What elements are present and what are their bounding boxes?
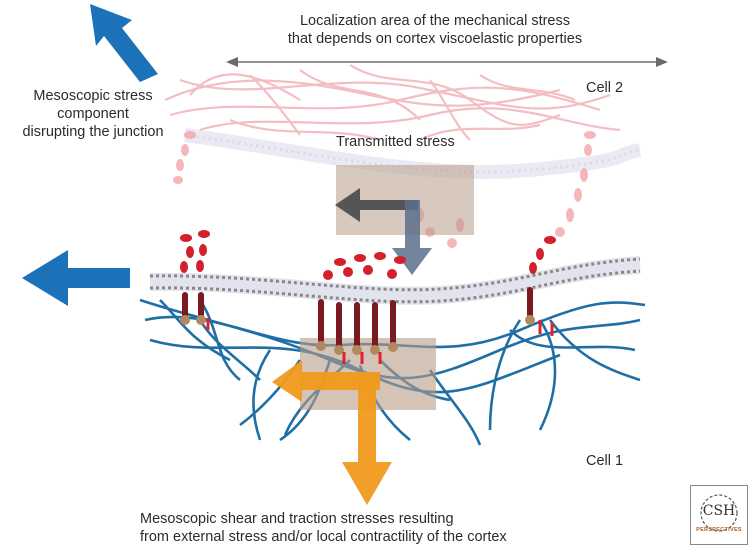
cell1-label: Cell 1 <box>586 453 624 469</box>
mesoscopic-stress-label: Mesoscopic stress component disrupting t… <box>22 88 164 140</box>
logo-ring-icon <box>700 494 738 532</box>
logo-text: CSH <box>702 503 736 519</box>
cell2-label: Cell 2 <box>586 80 624 96</box>
csh-perspectives-logo: CSH PERSPECTIVES <box>690 485 748 545</box>
shear-traction-label: Mesoscopic shear and traction stresses r… <box>140 511 507 545</box>
localization-area-label: Localization area of the mechanical stre… <box>287 13 583 47</box>
logo-subtext: PERSPECTIVES <box>696 527 742 533</box>
cell2-actin-network <box>164 64 621 142</box>
cell1-cadherins <box>180 230 556 364</box>
mesoscopic-disruption-arrow <box>90 4 158 82</box>
localization-span-arrow <box>226 57 668 67</box>
cell1-membrane <box>149 256 641 305</box>
transmitted-stress-label: Transmitted stress <box>336 134 455 150</box>
shear-traction-arrows <box>272 360 392 505</box>
cell2-membrane <box>184 128 642 179</box>
cell1-pull-arrow <box>22 250 130 306</box>
